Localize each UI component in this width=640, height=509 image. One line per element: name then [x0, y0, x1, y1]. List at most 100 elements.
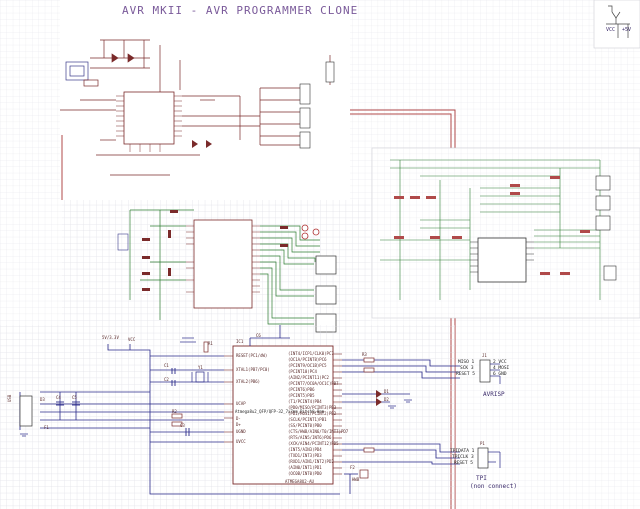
ic-pin-pd2: (RXD1/AIN1/INT2)PD2: [288, 459, 334, 464]
ic-pin-reset: RESET(PC1/dW): [236, 353, 268, 358]
right-passives: [394, 176, 590, 275]
ref-c3: C3: [180, 423, 185, 428]
ic-pin-pc2: (AIN2/PCINT11)PC2: [288, 375, 329, 380]
ref-d1: D1: [384, 389, 389, 394]
isp-header-ref: J1: [482, 353, 487, 358]
ic-pin-dplus: D+: [236, 422, 241, 427]
bottom-sheet: [0, 325, 455, 509]
ref-c2: C2: [164, 377, 169, 382]
middle-transistors: [301, 224, 320, 240]
isp-pin-gnd: 6 GND: [493, 372, 507, 377]
ic-pin-ucap: UCAP: [236, 401, 246, 406]
hwb-label: HWB: [352, 477, 360, 482]
bottom-ic-pins: [224, 353, 342, 475]
ref-c1: C1: [164, 363, 169, 368]
schematic-title: AVR MKII - AVR PROGRAMMER CLONE: [122, 4, 359, 17]
ic-pin-pb6: (PCINT6)PB6: [288, 387, 315, 392]
ic-pin-ugnd: UGND: [236, 429, 246, 434]
ic-footprint-label: Atmega8u2_QFP/QFP-32_7x7mm_Pitch0.8mm: [235, 409, 325, 414]
middle-ic: [186, 219, 260, 309]
ic-pin-pd7: (CTS/HWB/AIN6/T0/INT7)PD7: [288, 429, 349, 434]
ref-r1: R1: [208, 341, 213, 346]
ic-pin-pc7: (INT4/ICP1/CLK0)PC7: [288, 351, 334, 356]
ic-pin-pc5: (PCINT9/OC1B)PC5: [288, 363, 327, 368]
ref-c4: C4: [56, 395, 61, 400]
tpi-header-ref: P1: [480, 441, 485, 446]
bottom-caps: [56, 368, 190, 436]
isp-header-box: [479, 359, 491, 383]
supply-5v-3v3-label: 5V/3.3V: [102, 335, 119, 340]
ic-pin-pd1: (AIN0/INT1)PD1: [288, 465, 322, 470]
isp-pin-mosi: 4 MOSI: [493, 366, 510, 371]
isp-pin-sck: SCK 3: [460, 366, 474, 371]
isp-header-label: AVRISP: [483, 391, 505, 398]
ic-pin-pb2: (PDI/MOSI/PCINT2)PB2: [288, 411, 337, 416]
ic-pin-xtal1: XTAL1(PB7/PC0): [236, 367, 270, 372]
usb-port-symbol: [19, 395, 33, 427]
bottom-crystal: [191, 371, 209, 383]
right-headers: [595, 175, 617, 281]
middle-passives: [142, 210, 288, 291]
power-symbol-sheet: [593, 0, 640, 49]
isp-pin-reset: RESET 5: [456, 372, 475, 377]
tpi-pin-data: TPIDATA 1: [450, 449, 475, 454]
tpi-header-sublabel: (non connect): [470, 483, 517, 490]
ic-pin-uvcc: UVCC: [236, 439, 246, 444]
ref-f2: F2: [350, 465, 355, 470]
bottom-resistors: [171, 341, 375, 479]
middle-buffers: [315, 255, 337, 333]
tpi-header-label: TPI: [476, 475, 487, 482]
tpi-header-box: [477, 447, 489, 469]
ref-y1: Y1: [198, 365, 203, 370]
top-wires: [60, 55, 331, 176]
ic-pin-pc6: (OC1A/PCINT8)PC6: [288, 357, 327, 362]
supply-vcc-label: VCC: [128, 337, 136, 342]
ref-c5: C5: [72, 395, 77, 400]
tpi-pin-reset: RESET 5: [454, 461, 473, 466]
ic-pin-dminus: D-: [236, 416, 241, 421]
top-mcu: [116, 91, 182, 152]
ic-pin-pd4: (INT5/AIN3)PD4: [288, 447, 322, 452]
power-symbol-5v-label: +5V: [622, 27, 632, 33]
right-ic: [470, 237, 534, 283]
middle-green-nets: [129, 209, 320, 325]
ic-pin-pb1: (SCLK/PCINT1)PB1: [288, 417, 327, 422]
isp-pin-vcc: 2 VCC: [493, 360, 507, 365]
tpi-pin-clk: TPICLK 3: [452, 455, 474, 460]
top-leds: [192, 140, 212, 148]
ic-pin-pd0: (OC0B/INT0)PD0: [288, 471, 322, 476]
right-sheet-grid: [372, 148, 640, 318]
ic-pin-pb5: (PCINT5)PB5: [288, 393, 315, 398]
ref-d2: D2: [384, 397, 389, 402]
ref-c6: C6: [256, 333, 261, 338]
ic-part-label: ATMEGA8U2-AU: [285, 479, 314, 484]
bottom-leds: [376, 390, 382, 406]
top-power-section: [83, 39, 161, 95]
ref-r3: R3: [362, 352, 367, 357]
ic-ref-label: IC1: [236, 339, 244, 344]
bottom-wires: [19, 325, 460, 495]
bottom-ground-symbols: [20, 399, 412, 437]
middle-crystal: [117, 233, 129, 251]
ic-pin-pb4: (T1/PCINT4)PB4: [288, 399, 322, 404]
ic-pin-pd5: (XCK/AIN4/PCINT12)PD5: [288, 441, 339, 446]
ref-d3: D3: [40, 397, 45, 402]
ref-r2: R2: [172, 409, 177, 414]
ic-pin-pb3: (PD0/MISO/PCINT3)PB3: [288, 405, 337, 410]
ic-pin-pb0: (SS/PCINT0)PB0: [288, 423, 322, 428]
ic-pin-pd6: (RTS/AIN5/INT6)PD6: [288, 435, 332, 440]
header-side-wires: [488, 363, 501, 468]
top-headers: [299, 61, 335, 149]
usb-connector: [65, 61, 89, 81]
ref-f1: F1: [44, 425, 49, 430]
ic-pin-pc4: (PCINT10)PC4: [288, 369, 317, 374]
usb-port-label: USB: [7, 394, 12, 402]
bottom-ic-body: [232, 345, 334, 485]
ic-pin-xtal2: XTAL2(PB6): [236, 379, 261, 384]
ic-pin-pb7: (PCINT7/OC0A/OC1C)PB7: [288, 381, 339, 386]
isp-pin-miso: MISO 1: [458, 360, 475, 365]
bottom-reset-switch: [180, 337, 196, 343]
power-symbol-vcc-label: VCC: [606, 27, 616, 33]
